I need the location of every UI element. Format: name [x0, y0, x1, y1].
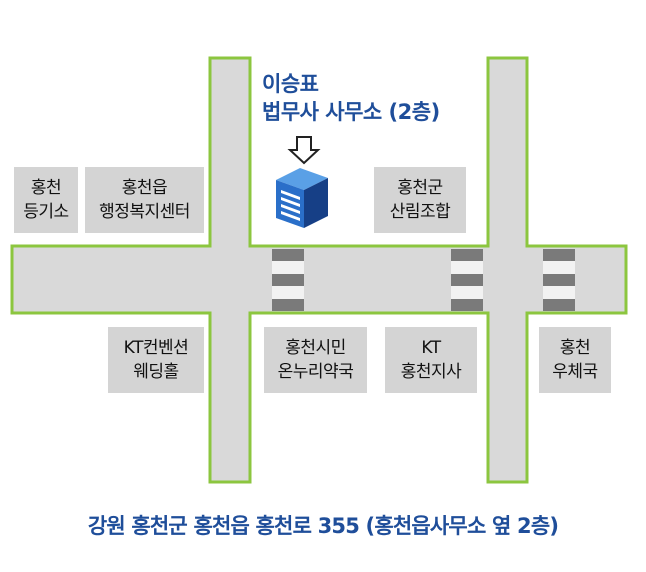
office-name-line2: 법무사 사무소 (2층): [262, 100, 440, 124]
landmark-kt-convention: KT컨벤션 웨딩홀: [108, 327, 204, 393]
crosswalk-1: [272, 249, 304, 311]
address-text: 강원 홍천군 홍천읍 홍천로 355 (홍천읍사무소 옆 2층): [87, 514, 559, 538]
landmark-forestry-coop: 홍천군 산림조합: [374, 167, 466, 233]
landmark-hongcheon-eup-office: 홍천읍 행정복지센터: [85, 167, 204, 233]
down-arrow-icon: [287, 136, 321, 165]
road-network: [10, 56, 628, 484]
crosswalk-2: [451, 249, 483, 311]
landmark-citizen-pharmacy: 홍천시민 온누리약국: [264, 327, 367, 393]
office-name-line1: 이승표: [262, 72, 319, 96]
building-icon: [276, 168, 328, 228]
office-name: 이승표 법무사 사무소 (2층): [262, 70, 440, 126]
landmark-post-office: 홍천 우체국: [539, 327, 611, 393]
landmark-hongcheon-registry: 홍천 등기소: [14, 167, 78, 233]
landmark-kt-branch: KT 홍천지사: [385, 327, 477, 393]
crosswalk-3: [543, 249, 575, 311]
